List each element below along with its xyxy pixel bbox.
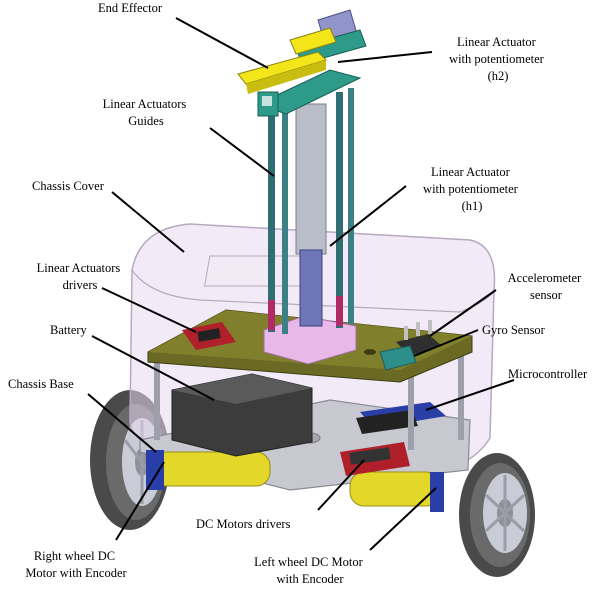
leader-lines xyxy=(87,17,515,551)
sensors xyxy=(379,320,442,371)
linear-actuator-h1 xyxy=(295,103,327,327)
label-right-wheel: Right wheel DC Motor with Encoder xyxy=(25,549,127,580)
label-actuator-h2: Linear Actuator with potentiometer (h2) xyxy=(449,35,547,83)
leader-battery xyxy=(91,335,215,401)
label-gyro-sensor: Gyro Sensor xyxy=(482,323,546,337)
leader-microcontroller xyxy=(425,379,515,411)
label-actuator-guides: Linear Actuators Guides xyxy=(103,97,190,128)
label-dc-motors-drivers: DC Motors drivers xyxy=(196,517,291,531)
robot-illustration xyxy=(90,9,535,577)
upper-bracket xyxy=(256,69,362,117)
leader-right-wheel xyxy=(115,461,165,541)
leader-dc-motors-drivers xyxy=(317,459,365,511)
label-microcontroller: Microcontroller xyxy=(508,367,588,381)
leader-gyro xyxy=(413,329,479,357)
labels: End Effector Linear Actuator with potent… xyxy=(8,1,588,586)
end-effector xyxy=(237,27,337,94)
label-chassis-base: Chassis Base xyxy=(8,377,74,391)
leader-actuator-h1 xyxy=(329,185,407,247)
label-left-wheel: Left wheel DC Motor with Encoder xyxy=(254,555,366,586)
leader-chassis-cover xyxy=(111,191,185,253)
label-actuators-drivers: Linear Actuators drivers xyxy=(37,261,124,292)
label-actuator-h1: Linear Actuator with potentiometer (h1) xyxy=(423,165,521,213)
leader-chassis-base xyxy=(87,393,157,453)
leader-left-wheel xyxy=(369,487,437,551)
battery xyxy=(171,373,313,457)
left-wheel xyxy=(459,453,535,577)
label-end-effector: End Effector xyxy=(98,1,163,15)
leader-actuators-drivers xyxy=(101,287,197,333)
leader-guides xyxy=(209,127,275,177)
label-accelerometer: Accelerometer sensor xyxy=(508,271,585,302)
leader-actuator-h2 xyxy=(337,51,433,63)
leader-accelerometer xyxy=(429,289,497,337)
leader-end-effector xyxy=(175,17,269,69)
label-battery: Battery xyxy=(50,323,88,337)
guide-rods xyxy=(268,88,354,334)
label-chassis-cover: Chassis Cover xyxy=(32,179,105,193)
motors xyxy=(146,450,444,512)
